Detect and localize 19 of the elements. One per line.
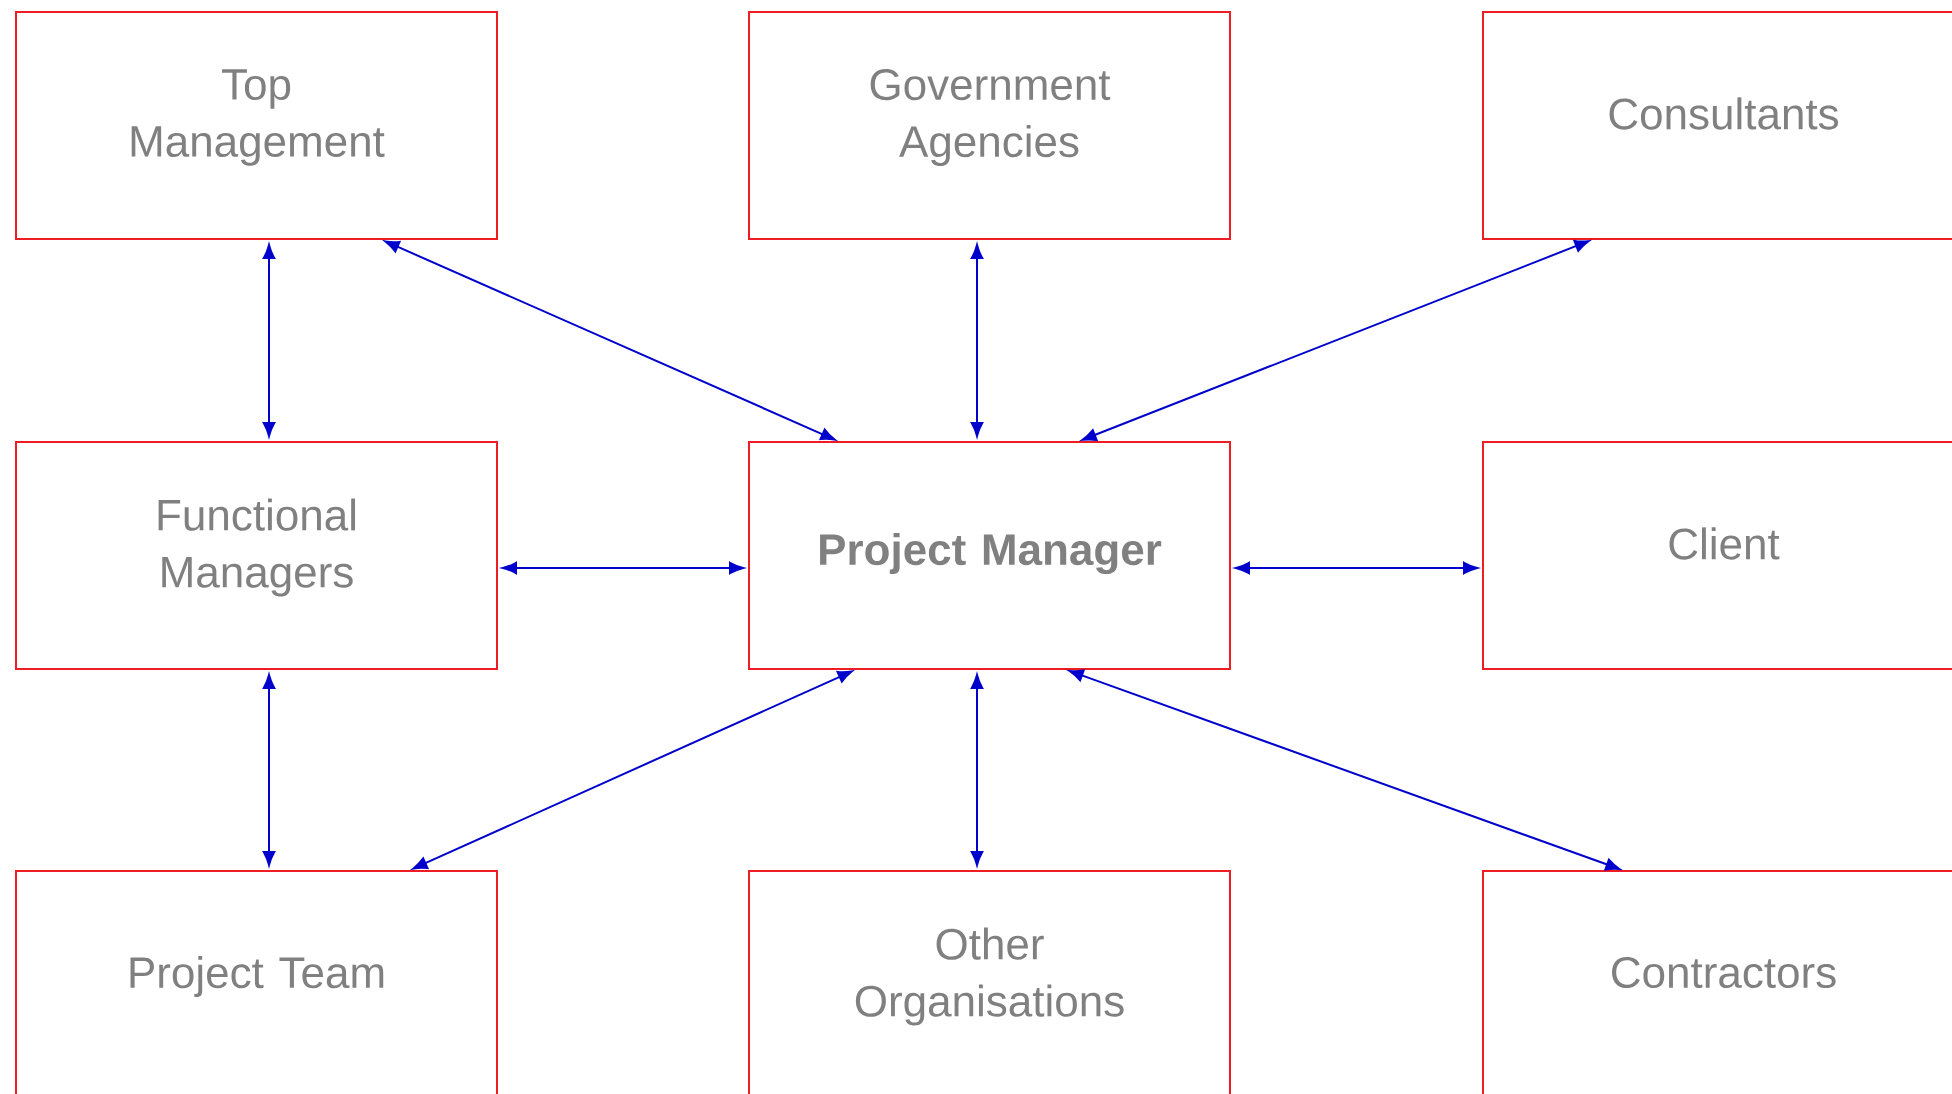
text-box: Project Team (15, 870, 498, 1094)
text-box: Top Management (15, 11, 498, 240)
text-box: Consultants (1482, 11, 1952, 240)
text-box: Contractors (1482, 870, 1952, 1094)
arrow (412, 670, 853, 870)
arrow (384, 240, 836, 441)
arrow (1068, 669, 1621, 871)
arrow (1081, 240, 1590, 441)
arrow (970, 674, 984, 866)
arrow (970, 244, 984, 437)
text-box: Client (1482, 441, 1952, 670)
text-box: Government Agencies (748, 11, 1231, 240)
arrow (502, 561, 745, 575)
text-box: Functional Managers (15, 441, 498, 670)
text-box: Project Manager (748, 441, 1231, 670)
arrow (262, 244, 276, 437)
arrow (1235, 561, 1479, 575)
arrow (262, 674, 276, 866)
text-box: Other Organisations (748, 870, 1231, 1094)
